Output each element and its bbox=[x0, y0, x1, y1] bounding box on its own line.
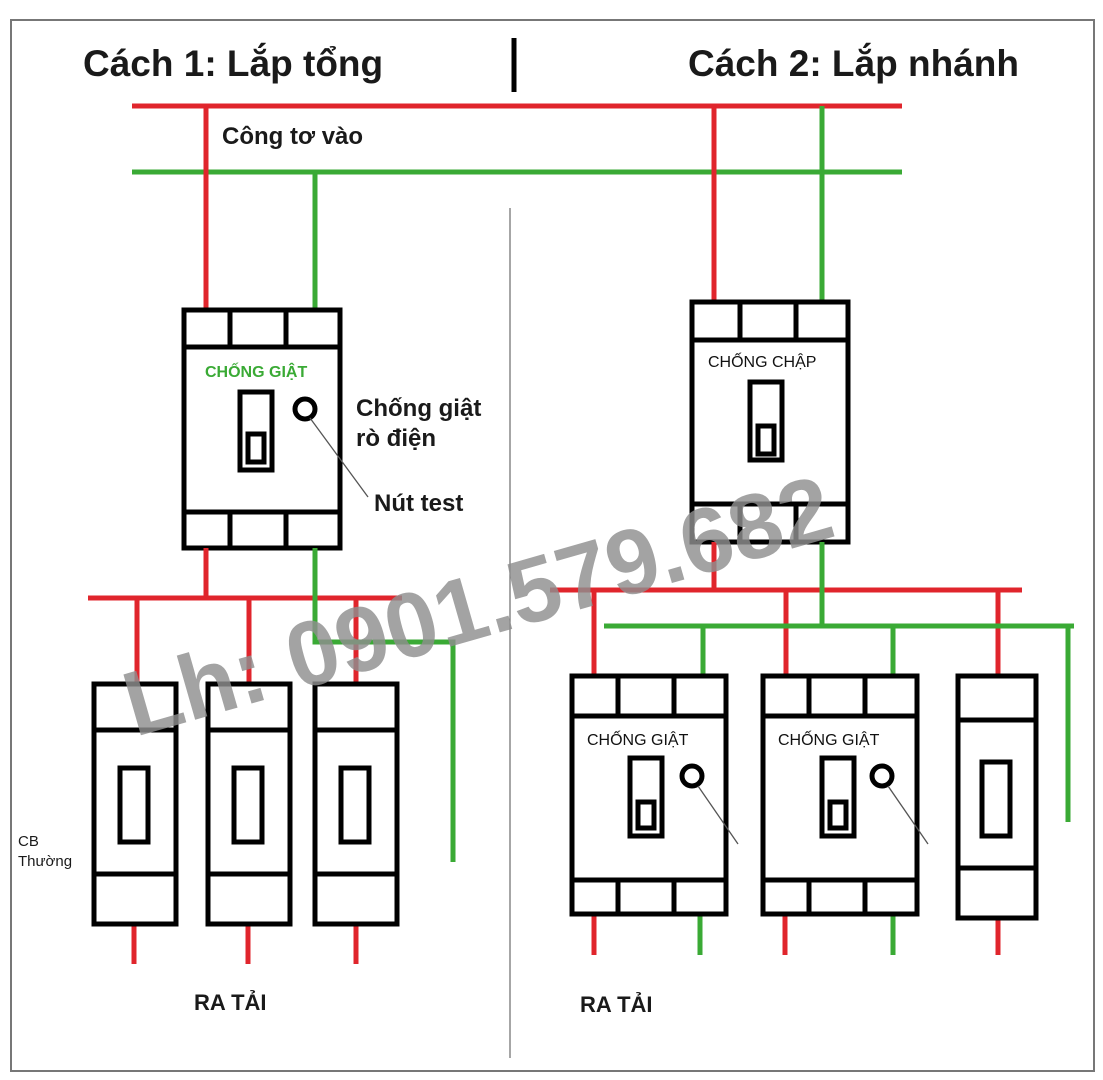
meter-in-label: Công tơ vào bbox=[222, 123, 363, 150]
left-cb-3 bbox=[312, 681, 400, 927]
outer-frame bbox=[10, 19, 1095, 1072]
left-distribution-wires bbox=[88, 548, 456, 964]
cb-normal-label-line1: CB bbox=[18, 833, 39, 850]
branch-rcd-2-label: CHỐNG GIẬT bbox=[778, 729, 880, 749]
supply-wires bbox=[132, 103, 902, 310]
main-rcd-label: CHỐNG GIẬT bbox=[205, 361, 307, 381]
branch-rcd-2 bbox=[760, 673, 929, 917]
rcd-desc-line2: rò điện bbox=[356, 425, 436, 452]
branch-rcd-1 bbox=[569, 673, 739, 917]
load-out-left: RA TẢI bbox=[194, 990, 267, 1015]
right-cb bbox=[955, 673, 1039, 921]
title-method-1: Cách 1: Lắp tổng bbox=[83, 42, 383, 84]
test-button-icon bbox=[679, 763, 705, 789]
left-cb-1 bbox=[91, 681, 179, 927]
main-rcd bbox=[181, 307, 369, 551]
rcd-desc-line1: Chống giật bbox=[356, 395, 481, 422]
test-button-icon bbox=[869, 763, 895, 789]
test-button-icon bbox=[292, 396, 318, 422]
main-mcb bbox=[689, 299, 851, 545]
test-button-label: Nút test bbox=[374, 490, 463, 517]
branch-rcd-1-label: CHỐNG GIẬT bbox=[587, 729, 689, 749]
title-method-2: Cách 2: Lắp nhánh bbox=[688, 42, 1019, 84]
right-distribution-wires bbox=[550, 542, 1074, 955]
load-out-right: RA TẢI bbox=[580, 992, 653, 1017]
left-cb-2 bbox=[205, 681, 293, 927]
cb-normal-label-line2: Thường bbox=[18, 853, 72, 870]
main-mcb-label: CHỐNG CHẬP bbox=[708, 351, 816, 371]
